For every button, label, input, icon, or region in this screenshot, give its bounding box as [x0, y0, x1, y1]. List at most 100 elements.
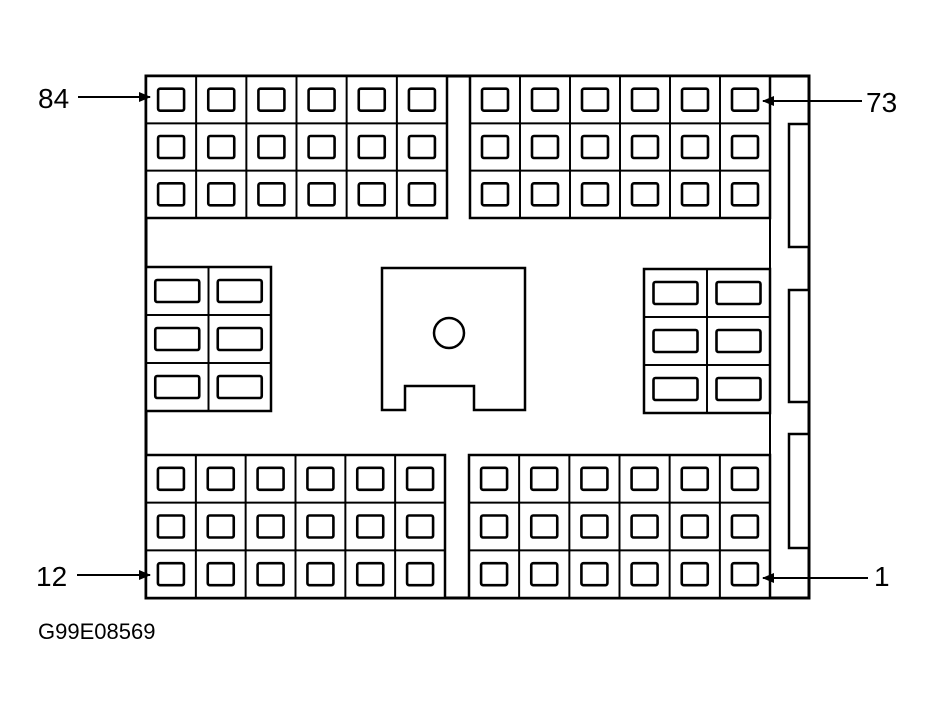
- terminal-cavity: [407, 87, 437, 112]
- cavity-group-top-right: [468, 74, 772, 220]
- terminal-cavity: [153, 374, 201, 400]
- terminal-cavity: [529, 466, 559, 492]
- terminal-cavity: [156, 561, 186, 587]
- terminal-cavity: [715, 328, 762, 354]
- terminal-cavity: [405, 466, 435, 492]
- terminal-cavity: [216, 374, 264, 400]
- terminal-cavity: [216, 326, 264, 352]
- terminal-cavity: [355, 514, 385, 539]
- pin-label-84: 84: [38, 83, 69, 114]
- terminal-cavity: [156, 182, 186, 207]
- terminal-cavity: [156, 466, 186, 492]
- terminal-cavity: [652, 280, 699, 306]
- terminal-cavity: [206, 514, 236, 539]
- terminal-cavity: [206, 561, 236, 587]
- terminal-cavity: [479, 466, 509, 492]
- terminal-cavity: [529, 561, 559, 587]
- terminal-cavity: [530, 182, 560, 207]
- cavity-group-top-left: [144, 74, 449, 220]
- terminal-cavity: [580, 87, 610, 112]
- terminal-cavity: [580, 466, 609, 492]
- terminal-cavity: [206, 87, 236, 112]
- terminal-cavity: [256, 466, 285, 492]
- terminal-cavity: [480, 87, 510, 112]
- cavity-group-mid-left: [144, 265, 273, 413]
- cavity-cell: [719, 169, 771, 219]
- pin-label-12: 12: [36, 561, 67, 592]
- terminal-cavity: [153, 326, 201, 352]
- terminal-cavity: [530, 134, 560, 160]
- side-latch-middle: [787, 288, 811, 404]
- terminal-cavity: [630, 466, 659, 492]
- terminal-cavity: [306, 561, 335, 587]
- terminal-cavity: [407, 134, 437, 160]
- terminal-cavity: [652, 328, 699, 354]
- terminal-cavity: [355, 466, 385, 492]
- terminal-cavity: [306, 514, 335, 539]
- terminal-cavity: [257, 134, 286, 160]
- terminal-cavity: [480, 182, 510, 207]
- terminal-cavity: [730, 466, 760, 492]
- terminal-cavity: [730, 561, 760, 587]
- figure-code: G99E08569: [38, 619, 155, 644]
- terminal-cavity: [216, 278, 264, 304]
- terminal-cavity: [680, 87, 710, 112]
- terminal-cavity: [680, 182, 710, 207]
- terminal-cavity: [256, 561, 285, 587]
- terminal-cavity: [680, 561, 710, 587]
- terminal-cavity: [630, 514, 659, 539]
- terminal-cavity: [156, 134, 186, 160]
- cavity-cell: [395, 169, 448, 219]
- pin-label-1: 1: [874, 561, 890, 592]
- terminal-cavity: [206, 466, 236, 492]
- cavity-group-bottom-right: [467, 453, 772, 600]
- terminal-cavity: [580, 514, 609, 539]
- terminal-cavity: [580, 561, 609, 587]
- cavity-group-mid-right: [642, 267, 772, 415]
- terminal-cavity: [715, 280, 762, 306]
- terminal-cavity: [630, 561, 659, 587]
- terminal-cavity: [357, 134, 387, 160]
- terminal-cavity: [307, 182, 336, 207]
- terminal-cavity: [357, 87, 387, 112]
- terminal-cavity: [307, 134, 336, 160]
- terminal-cavity: [405, 514, 435, 539]
- terminal-cavity: [206, 134, 236, 160]
- terminal-cavity: [405, 561, 435, 587]
- terminal-cavity: [256, 514, 285, 539]
- pin-label-73: 73: [866, 87, 897, 118]
- terminal-cavity: [580, 134, 610, 160]
- side-latch-top: [787, 122, 811, 249]
- cavity-cell: [706, 364, 771, 414]
- terminal-cavity: [153, 278, 201, 304]
- terminal-cavity: [156, 87, 186, 112]
- terminal-cavity: [407, 182, 437, 207]
- terminal-cavity: [630, 134, 660, 160]
- terminal-cavity: [156, 514, 186, 539]
- terminal-cavities: [144, 74, 772, 600]
- terminal-cavity: [630, 87, 660, 112]
- terminal-cavity: [479, 561, 509, 587]
- terminal-cavity: [630, 182, 660, 207]
- terminal-cavity: [580, 182, 610, 207]
- terminal-cavity: [680, 514, 710, 539]
- terminal-cavity: [306, 466, 335, 492]
- cavity-cell: [394, 549, 446, 599]
- terminal-cavity: [730, 87, 760, 112]
- terminal-cavity: [480, 134, 510, 160]
- terminal-cavity: [680, 466, 710, 492]
- terminal-cavity: [206, 182, 236, 207]
- terminal-cavity: [257, 182, 286, 207]
- terminal-cavity: [730, 514, 760, 539]
- side-latch-bottom: [787, 432, 811, 550]
- cavity-cell: [207, 362, 272, 412]
- terminal-cavity: [529, 514, 559, 539]
- terminal-cavity: [730, 134, 760, 160]
- terminal-cavity: [355, 561, 385, 587]
- terminal-cavity: [715, 376, 762, 402]
- center-bolt-hole: [432, 316, 466, 350]
- terminal-cavity: [680, 134, 710, 160]
- terminal-cavity: [652, 376, 699, 402]
- terminal-cavity: [307, 87, 336, 112]
